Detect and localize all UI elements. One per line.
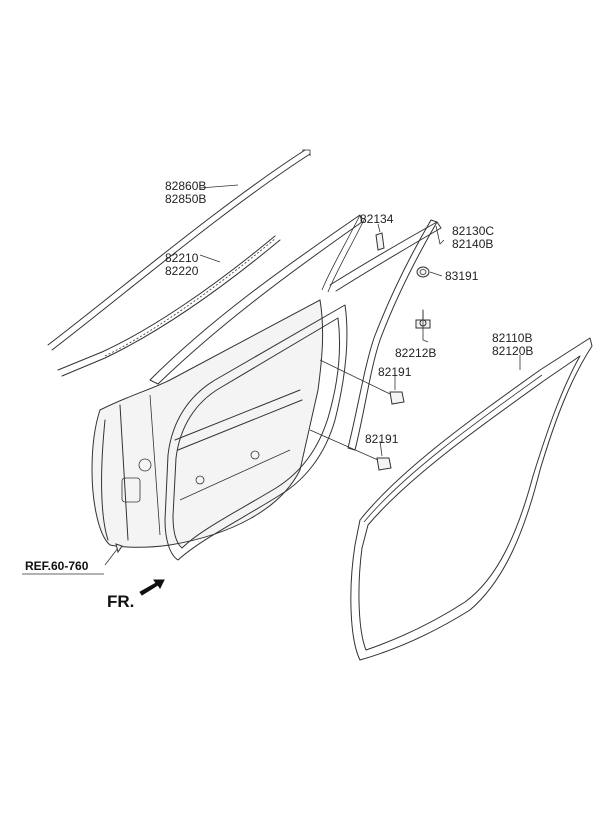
door-opening-seal xyxy=(164,304,348,561)
ref-label: REF.60-760 xyxy=(25,559,89,573)
label-82210: 82210 xyxy=(165,251,199,265)
front-label: FR. xyxy=(107,592,134,611)
plug-upper xyxy=(389,391,405,405)
door-frame-channel xyxy=(149,214,442,451)
label-82212B: 82212B xyxy=(395,346,436,360)
part-labels: 82860B 82850B 82210 82220 82134 82130C 8… xyxy=(165,179,533,446)
label-82140B: 82140B xyxy=(452,237,493,251)
label-82120B: 82120B xyxy=(492,344,533,358)
body-weatherstrip xyxy=(350,337,593,661)
roof-molding xyxy=(47,149,311,351)
label-82130C: 82130C xyxy=(452,224,494,238)
front-indicator: FR. xyxy=(107,579,165,611)
door-inner-panel xyxy=(91,299,324,548)
leader-lines xyxy=(104,184,521,566)
label-82850B: 82850B xyxy=(165,192,206,206)
plug-lower xyxy=(376,457,392,471)
label-82191-lower: 82191 xyxy=(365,432,399,446)
label-83191: 83191 xyxy=(445,269,479,283)
front-arrow-icon xyxy=(139,579,165,596)
grommet-83191 xyxy=(416,266,430,278)
label-82860B: 82860B xyxy=(165,179,206,193)
belt-weatherstrip xyxy=(57,235,281,377)
label-82134: 82134 xyxy=(360,212,394,226)
clip-82134 xyxy=(375,232,385,251)
ref-callout: REF.60-760 xyxy=(22,559,104,575)
label-82220: 82220 xyxy=(165,264,199,278)
label-82191-upper: 82191 xyxy=(378,365,412,379)
label-82110B: 82110B xyxy=(492,331,532,345)
